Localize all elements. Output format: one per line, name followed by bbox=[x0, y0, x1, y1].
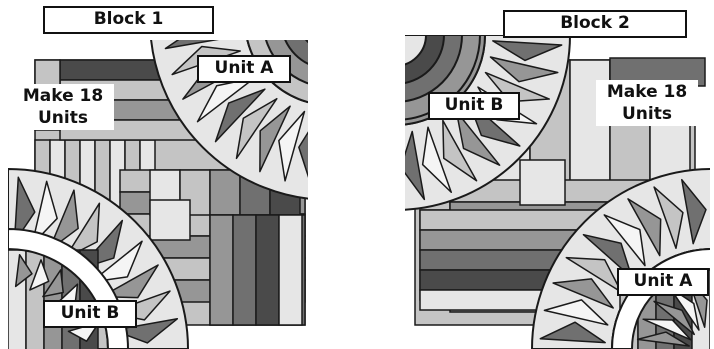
block-2-quantity-line-2: Units bbox=[622, 104, 672, 124]
block-2-unit-a-inner-triangle bbox=[636, 331, 690, 347]
block-2-unit-a-label: Unit A bbox=[617, 268, 709, 296]
block-1-right-strip bbox=[310, 60, 330, 155]
block-2-unit-a-triangle bbox=[539, 321, 606, 344]
block-1-unit-b-triangle bbox=[100, 264, 159, 299]
block-1-bottom-right-strip bbox=[255, 214, 280, 326]
block-2-unit-b-triangle bbox=[489, 56, 559, 83]
block-2-quantity-line-1: Make 18 bbox=[606, 82, 688, 102]
block-1-unit-b-inner-triangle bbox=[14, 253, 33, 288]
block-2-unit-b-triangle bbox=[484, 71, 550, 103]
block-1-unit-a-triangle bbox=[298, 131, 308, 178]
block-2-unit-a-triangle bbox=[552, 278, 614, 309]
block-2-unit-b-triangle bbox=[492, 40, 563, 62]
block-1-unit-b-triangle bbox=[112, 318, 179, 344]
block-1-unit-b-triangle bbox=[48, 189, 79, 251]
block-2-unit-b-ring bbox=[405, 35, 428, 66]
block-1-unit-a-triangle bbox=[278, 110, 306, 182]
block-2-unit-b-triangle bbox=[421, 126, 452, 193]
block-2-unit-a-triangle bbox=[603, 214, 646, 267]
block-2-unit-a-inner-triangle bbox=[642, 318, 692, 341]
block-1-title: Block 1 bbox=[43, 6, 214, 34]
block-2-unit-b-triangle bbox=[405, 130, 426, 201]
block-2-unit-a-triangle bbox=[543, 299, 609, 326]
block-1-unit-a-label: Unit A bbox=[197, 55, 291, 83]
block-1-unit-b-inner-triangle bbox=[42, 269, 64, 298]
block-2-unit-a-triangle bbox=[681, 178, 707, 245]
block-1-unit-b-triangle bbox=[31, 180, 58, 246]
block-1-bottom-right-strip bbox=[209, 214, 234, 326]
block-2-unit-b-triangle bbox=[442, 119, 478, 182]
block-2-unit-b-triangle bbox=[455, 110, 501, 166]
block-1-unit-a-ring bbox=[305, 40, 308, 44]
block-1-unit-a-triangle bbox=[214, 88, 266, 143]
block-2-unit-a-triangle bbox=[582, 233, 633, 279]
block-1-unit-b-label: Unit B bbox=[43, 300, 137, 328]
block-1-unit-a-triangle bbox=[235, 97, 278, 160]
block-1-quantity-line-1: Make 18 bbox=[22, 86, 104, 106]
block-1-unit-b-triangle bbox=[90, 240, 143, 283]
block-2-unit-a-inner-triangle bbox=[653, 300, 695, 336]
block-1-unit-b-triangle bbox=[13, 176, 36, 243]
block-1-quantity-note: Make 18 Units bbox=[12, 84, 114, 130]
block-2-unit-a-triangle bbox=[565, 256, 623, 293]
block-2-unit-a-triangle bbox=[653, 186, 684, 249]
block-1-unit-a-triangle bbox=[259, 105, 291, 173]
block-1-bottom-right-strip bbox=[278, 214, 303, 326]
block-2-title: Block 2 bbox=[503, 10, 687, 38]
block-1-bottom-right-strip bbox=[232, 214, 257, 326]
block-1-quantity-line-2: Units bbox=[38, 108, 88, 128]
block-1-unit-b-inner-triangle bbox=[29, 259, 50, 291]
block-2-unit-a-triangle bbox=[627, 198, 662, 257]
block-2-quantity-note: Make 18 Units bbox=[596, 80, 698, 126]
block-2-center-square bbox=[519, 159, 566, 206]
block-1-unit-a-ring bbox=[284, 40, 308, 65]
block-1-center-square bbox=[149, 199, 191, 241]
block-1-log-strip bbox=[209, 169, 241, 216]
block-1-unit-a-triangle bbox=[164, 40, 220, 50]
block-2-unit-b-label: Unit B bbox=[428, 92, 520, 120]
block-1-unit-b-band bbox=[8, 227, 130, 349]
